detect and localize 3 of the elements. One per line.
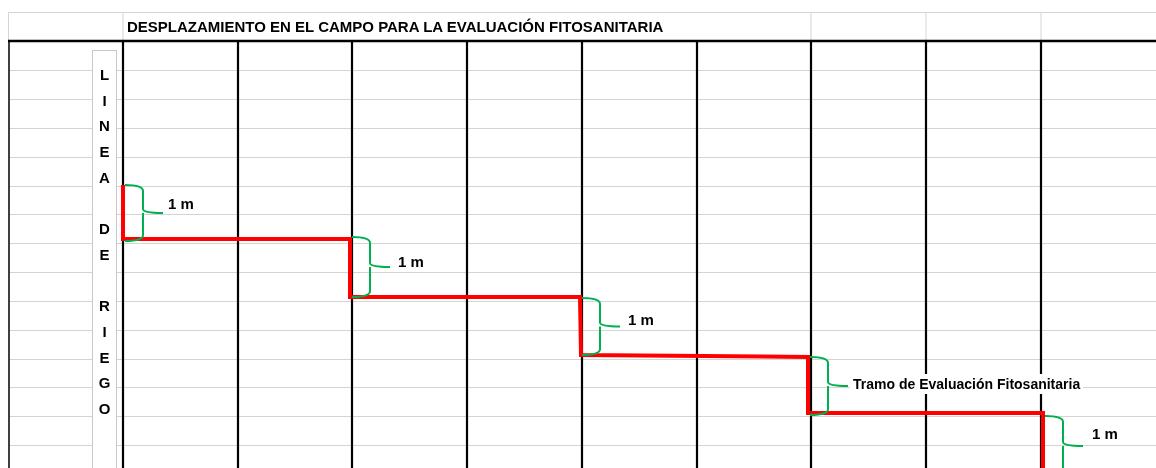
section-label: Tramo de Evaluación Fitosanitaria [850,374,1084,394]
vertical-label-box: LINEA DE RIEGO [92,50,117,468]
title: DESPLAZAMIENTO EN EL CAMPO PARA LA EVALUACIÓN FITOSANITARIA [127,18,664,35]
